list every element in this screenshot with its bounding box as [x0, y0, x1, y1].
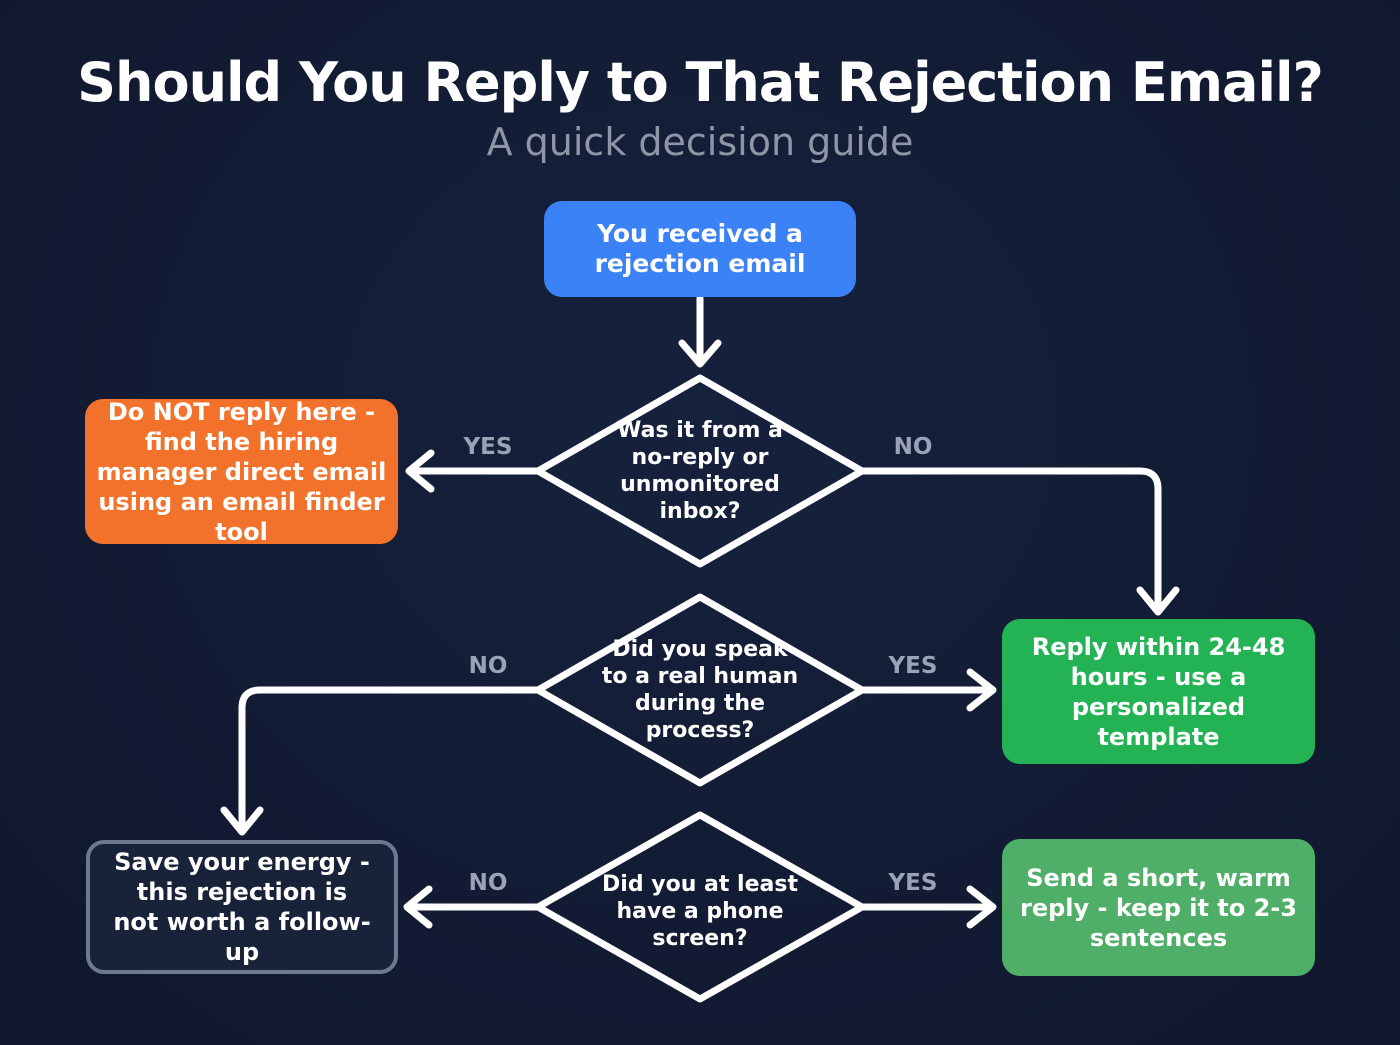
- arrowhead-start-to-decision-1: [678, 339, 722, 368]
- decision-3-text: Did you at least have a phone screen?: [600, 870, 800, 952]
- outcome-find-hiring-manager-label: Do NOT reply here - find the hiring mana…: [96, 397, 387, 546]
- edge-label-decision-2-yes: YES: [888, 653, 938, 679]
- decision-2-text: Did you speak to a real human during the…: [600, 637, 800, 743]
- arrowhead-decision-3-yes: [966, 885, 997, 929]
- decision-2-diamond: [534, 593, 866, 787]
- edge-label-decision-3-no: NO: [468, 870, 508, 896]
- decision-1-diamond: [534, 374, 866, 568]
- outcome-find-hiring-manager: Do NOT reply here - find the hiring mana…: [85, 397, 398, 546]
- decision-3-label: Did you at least have a phone screen?: [602, 871, 798, 951]
- decision-1-text: Was it from a no-reply or unmonitored in…: [600, 418, 800, 524]
- arrowhead-decision-1-yes: [405, 449, 435, 493]
- connector-decision-2-no: [238, 686, 542, 832]
- arrowhead-decision-3-no: [403, 885, 433, 929]
- edge-label-decision-1-yes: YES: [463, 434, 513, 460]
- arrowhead-decision-2-no: [220, 806, 264, 836]
- edge-label-decision-3-yes: YES: [888, 870, 938, 896]
- edge-label-decision-2-no: NO: [468, 653, 508, 679]
- outcome-save-energy: Save your energy - this rejection is not…: [86, 840, 398, 974]
- arrowhead-decision-2-yes: [966, 668, 997, 712]
- outcome-short-reply: Send a short, warm reply - keep it to 2-…: [1002, 839, 1315, 976]
- decision-2-label: Did you speak to a real human during the…: [601, 637, 799, 743]
- edge-label-decision-1-no: NO: [893, 434, 933, 460]
- outcome-reply-template: Reply within 24-48 hours - use a persona…: [1002, 619, 1315, 764]
- decision-3-diamond: [534, 811, 866, 1003]
- decision-1-label: Was it from a no-reply or unmonitored in…: [617, 418, 783, 524]
- outcome-save-energy-label: Save your energy - this rejection is not…: [113, 848, 371, 966]
- page-subtitle: A quick decision guide: [486, 120, 914, 164]
- outcome-short-reply-label: Send a short, warm reply - keep it to 2-…: [1020, 863, 1297, 952]
- page-title: Should You Reply to That Rejection Email…: [77, 51, 1324, 114]
- arrowhead-decision-1-no: [1136, 586, 1180, 616]
- start-node: You received a rejection email: [544, 201, 856, 297]
- start-node-label: You received a rejection email: [594, 219, 806, 278]
- connector-decision-1-no: [858, 467, 1162, 612]
- outcome-reply-template-label: Reply within 24-48 hours - use a persona…: [1031, 632, 1286, 751]
